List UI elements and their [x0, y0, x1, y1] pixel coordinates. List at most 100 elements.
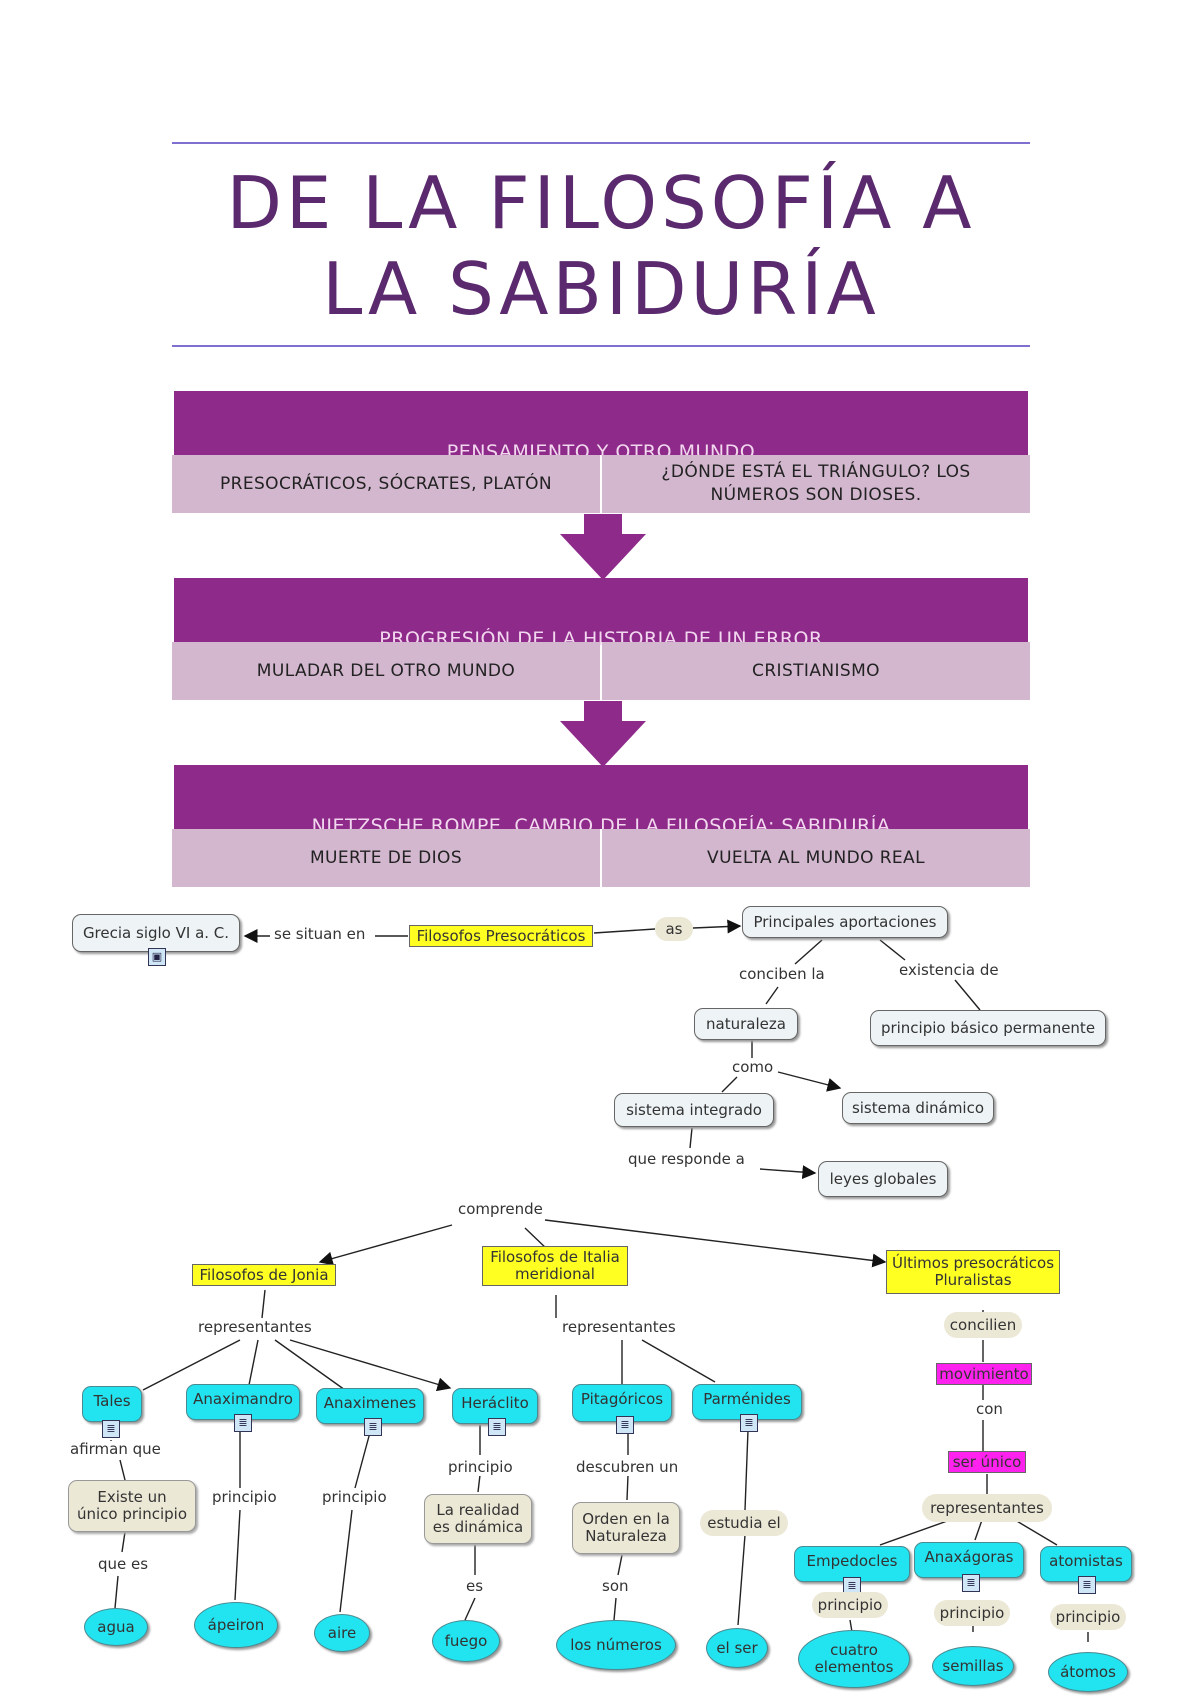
node-cuatro-line2: elementos	[814, 1658, 894, 1676]
link-principio-3: principio	[446, 1458, 515, 1476]
connector	[765, 986, 779, 1005]
title-rule-bottom	[172, 345, 1030, 347]
link-estudia: estudia el	[700, 1510, 788, 1536]
node-numeros[interactable]: los números	[556, 1620, 676, 1670]
node-atomos[interactable]: átomos	[1048, 1652, 1128, 1692]
document-icon: ≣	[234, 1414, 252, 1432]
connector	[721, 1076, 738, 1093]
node-realidad-line1: La realidad	[436, 1501, 520, 1519]
connector	[339, 1509, 353, 1613]
connector	[114, 1575, 119, 1609]
node-tales[interactable]: Tales	[82, 1386, 142, 1422]
node-orden-line1: Orden en la	[582, 1510, 670, 1528]
node-ser-unico[interactable]: ser único	[948, 1451, 1026, 1473]
node-ultimos[interactable]: Últimos presocráticos Pluralistas	[886, 1250, 1060, 1294]
connector	[692, 919, 742, 934]
node-sistema-dinamico[interactable]: sistema dinámico	[842, 1092, 994, 1124]
document-icon: ≣	[616, 1416, 634, 1434]
link-conciben: conciben la	[737, 965, 827, 983]
link-representantes-1: representantes	[196, 1318, 314, 1336]
link-es: es	[464, 1577, 486, 1595]
link-principio-1: principio	[210, 1488, 279, 1506]
link-principio-a: principio	[812, 1592, 888, 1618]
node-italia-line1: Filosofos de Italia	[490, 1248, 620, 1266]
node-existe[interactable]: Existe un único principio	[68, 1480, 196, 1532]
node-cuatro-elementos[interactable]: cuatro elementos	[798, 1630, 910, 1688]
node-movimiento[interactable]: movimiento	[936, 1363, 1032, 1385]
link-representantes-2: representantes	[560, 1318, 678, 1336]
connector	[974, 1519, 983, 1541]
connector	[234, 1509, 241, 1601]
connector	[613, 1597, 617, 1621]
node-orden[interactable]: Orden en la Naturaleza	[572, 1502, 680, 1554]
link-que-es: que es	[96, 1555, 151, 1573]
node-sistema-integrado[interactable]: sistema integrado	[614, 1093, 774, 1127]
node-agua[interactable]: agua	[84, 1608, 148, 1646]
connector	[759, 1165, 817, 1180]
title-line-1: DE LA FILOSOFÍA A	[226, 161, 976, 245]
connector	[142, 1339, 241, 1391]
node-italia[interactable]: Filosofos de Italia meridional	[482, 1246, 628, 1286]
node-realidad[interactable]: La realidad es dinámica	[424, 1494, 532, 1544]
document-icon: ≣	[740, 1414, 758, 1432]
node-jonia[interactable]: Filosofos de Jonia	[192, 1264, 336, 1286]
node-italia-line2: meridional	[515, 1265, 595, 1283]
connector	[1014, 1519, 1058, 1546]
node-ultimos-line1: Últimos presocráticos	[891, 1254, 1055, 1272]
process-cell-1-right: ¿DÓNDE ESTÁ EL TRIÁNGULO? LOS NÚMEROS SO…	[602, 455, 1030, 513]
process-cell-3-left: MUERTE DE DIOS	[172, 829, 600, 887]
link-afirman: afirman que	[68, 1440, 163, 1458]
node-existe-line1: Existe un	[97, 1488, 167, 1506]
connector	[464, 1597, 476, 1621]
link-como: como	[730, 1058, 776, 1076]
connector	[954, 979, 981, 1011]
node-grecia[interactable]: Grecia siglo VI a. C.	[72, 914, 240, 952]
node-anaxagoras[interactable]: Anaxágoras	[914, 1542, 1024, 1578]
connector	[289, 1339, 452, 1392]
document-icon: ≣	[102, 1420, 120, 1438]
node-atomistas[interactable]: atomistas	[1040, 1546, 1132, 1582]
process-cell-2-left: MULADAR DEL OTRO MUNDO	[172, 642, 600, 700]
connector	[794, 939, 823, 965]
node-fuego[interactable]: fuego	[432, 1620, 500, 1662]
connector	[247, 1339, 259, 1391]
node-ultimos-line2: Pluralistas	[934, 1271, 1012, 1289]
connector	[544, 1219, 887, 1268]
down-arrow-icon	[560, 514, 646, 580]
node-el-ser[interactable]: el ser	[706, 1628, 768, 1668]
link-principio-2: principio	[320, 1488, 389, 1506]
link-se-situan: se situan en	[272, 925, 368, 943]
link-comprende: comprende	[456, 1200, 545, 1218]
document-icon: ≣	[488, 1418, 506, 1436]
node-naturaleza[interactable]: naturaleza	[694, 1008, 798, 1040]
connector	[737, 1534, 746, 1626]
connector	[879, 939, 906, 961]
node-existe-line2: único principio	[76, 1505, 188, 1523]
node-semillas[interactable]: semillas	[932, 1646, 1014, 1686]
document-icon: ≣	[364, 1418, 382, 1436]
process-cell-3-right: VUELTA AL MUNDO REAL	[602, 829, 1030, 887]
connector	[879, 1519, 951, 1546]
link-que-responde: que responde a	[626, 1150, 747, 1168]
connector	[119, 1459, 126, 1481]
connector	[261, 1289, 266, 1319]
node-aire[interactable]: aire	[314, 1614, 370, 1652]
node-presocraticos[interactable]: Filosofos Presocráticos	[409, 925, 593, 947]
node-aportaciones[interactable]: Principales aportaciones	[742, 906, 948, 938]
link-con: con	[974, 1400, 1005, 1418]
process-cell-2-right: CRISTIANISMO	[602, 642, 1030, 700]
link-descubren: descubren un	[574, 1458, 681, 1476]
node-leyes-globales[interactable]: leyes globales	[818, 1161, 948, 1197]
document-icon: ≣	[962, 1574, 980, 1592]
process-band-1	[174, 391, 1028, 455]
connector	[274, 1339, 346, 1391]
node-empedocles[interactable]: Empedocles	[794, 1546, 910, 1582]
node-apeiron[interactable]: ápeiron	[194, 1602, 278, 1648]
process-band-3	[174, 765, 1028, 829]
link-son: son	[600, 1577, 631, 1595]
node-principio-basico[interactable]: principio básico permanente	[870, 1010, 1106, 1046]
process-cell-1-left: PRESOCRÁTICOS, SÓCRATES, PLATÓN	[172, 455, 600, 513]
document-icon: ≣	[1078, 1576, 1096, 1594]
connector	[777, 1071, 842, 1092]
